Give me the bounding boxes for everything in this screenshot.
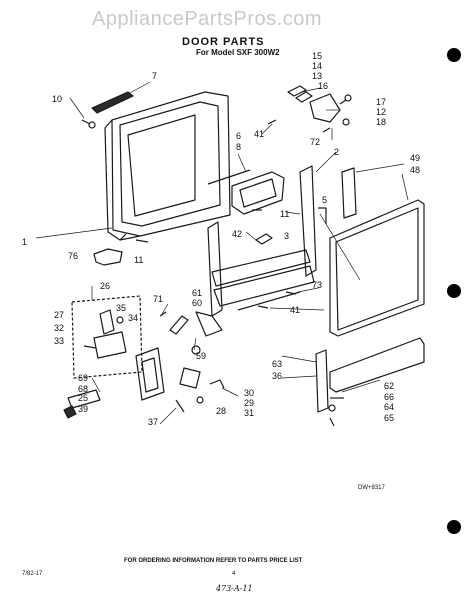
callout-18: 18 <box>376 117 387 127</box>
callout-14: 14 <box>312 61 323 71</box>
callout-16: 16 <box>318 81 329 91</box>
callout-8: 8 <box>236 142 242 152</box>
drawing-number: DW+8317 <box>358 485 385 491</box>
screw-64 <box>328 404 336 412</box>
callout-17: 17 <box>376 97 387 107</box>
part-59 <box>191 345 201 355</box>
callout-49: 49 <box>410 153 421 163</box>
screw-10 <box>81 119 91 125</box>
outer-door-panel <box>329 167 425 337</box>
part-37 <box>175 399 185 413</box>
callout-26: 26 <box>100 281 111 291</box>
callout-41-top: 41 <box>254 129 265 139</box>
callout-11-mid: 11 <box>280 209 290 219</box>
binder-hole-bottom <box>447 520 461 534</box>
callout-71: 71 <box>153 294 164 304</box>
callout-76: 76 <box>68 251 79 261</box>
callout-41-mid: 41 <box>290 305 301 315</box>
callout-68: 68 <box>78 384 89 394</box>
leader-lines <box>35 81 409 425</box>
callout-31: 31 <box>244 408 255 418</box>
callout-37: 37 <box>148 417 159 427</box>
screw-73 <box>285 291 297 295</box>
part-71 <box>159 311 167 317</box>
callout-62: 62 <box>384 381 395 391</box>
callout-69: 69 <box>78 373 89 383</box>
screw-11b <box>135 239 149 243</box>
latch-parts-group <box>83 309 127 359</box>
callout-61: 61 <box>192 288 203 298</box>
part-42 <box>255 233 273 245</box>
callout-65: 65 <box>384 413 395 423</box>
callout-5: 5 <box>322 195 328 205</box>
detergent-cup <box>63 347 165 419</box>
callout-32: 32 <box>54 323 65 333</box>
callout-60: 60 <box>192 298 203 308</box>
callout-10: 10 <box>52 94 63 104</box>
callout-73: 73 <box>312 280 323 290</box>
kick-plate <box>315 337 425 413</box>
callout-59: 59 <box>196 351 207 361</box>
part-5 <box>318 207 327 224</box>
callout-33: 33 <box>54 336 65 346</box>
callout-28: 28 <box>216 406 227 416</box>
callout-6: 6 <box>236 131 242 141</box>
page-number: 4 <box>232 571 236 577</box>
part-29 <box>196 396 204 404</box>
door-frame <box>195 165 317 337</box>
callout-25: 25 <box>78 393 89 403</box>
callout-2: 2 <box>334 147 340 157</box>
callout-48: 48 <box>410 165 421 175</box>
doc-code: 7/82-17 <box>22 571 43 577</box>
parts-group-box <box>71 295 143 379</box>
binder-hole-middle <box>447 284 461 298</box>
callout-1: 1 <box>22 237 28 247</box>
watermark: AppliancePartsPros.com <box>92 8 322 30</box>
part-30 <box>209 379 225 389</box>
callout-42: 42 <box>232 229 243 239</box>
screw-41 <box>257 305 269 309</box>
callout-11-left: 11 <box>134 255 144 265</box>
latch-assembly <box>267 85 352 133</box>
diagram-subtitle: For Model SXF 300W2 <box>196 48 280 57</box>
callout-64: 64 <box>384 402 395 412</box>
screw-head-10 <box>88 121 96 129</box>
callout-12: 12 <box>376 107 387 117</box>
callout-72: 72 <box>310 137 321 147</box>
callout-39: 39 <box>78 404 89 414</box>
callout-29: 29 <box>244 398 255 408</box>
callout-30: 30 <box>244 388 255 398</box>
binder-hole-top <box>447 48 461 62</box>
callout-7: 7 <box>152 71 158 81</box>
callout-13: 13 <box>312 71 323 81</box>
diagram-title: DOOR PARTS <box>182 36 265 48</box>
ordering-note: FOR ORDERING INFORMATION REFER TO PARTS … <box>124 558 303 564</box>
callout-63: 63 <box>272 359 283 369</box>
handwritten-note: 473-A-11 <box>216 584 253 593</box>
part-60-61 <box>169 315 189 335</box>
callout-27: 27 <box>54 310 65 320</box>
callout-36: 36 <box>272 371 283 381</box>
door-handle <box>91 91 134 114</box>
screw-65 <box>329 417 335 427</box>
callout-35: 35 <box>116 303 127 313</box>
part-28 <box>179 367 201 389</box>
callout-34: 34 <box>128 313 139 323</box>
callout-15: 15 <box>312 51 323 61</box>
dispenser-cover <box>207 169 285 215</box>
part-76 <box>93 248 123 266</box>
inner-door-panel <box>104 91 231 241</box>
callout-66: 66 <box>384 392 395 402</box>
callout-3: 3 <box>284 231 290 241</box>
